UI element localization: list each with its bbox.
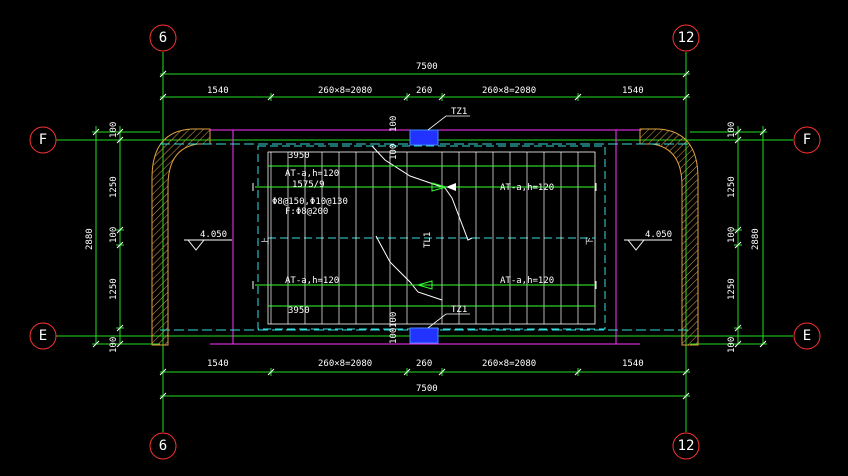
left-dimensions [92, 126, 160, 345]
column-tz1-top [409, 129, 439, 146]
dim-seg-left-top: 1540 [207, 86, 229, 96]
axis-label-e-right: E [803, 328, 811, 344]
flight-arrows [255, 165, 595, 307]
axis-bubble-6-top: 6 [149, 24, 177, 52]
dim-side-total-left: 2880 [85, 228, 95, 250]
label-level-left: 4.050 [200, 230, 227, 240]
stair-treads [270, 152, 579, 324]
label-rebar-1: Φ8@150,Φ10@130 [272, 197, 348, 207]
dim-side-100-left-mid: 100 [109, 227, 119, 243]
dim-tread-left-bottom: 260×8=2080 [318, 359, 372, 369]
dim-side-1250-right-bottom: 1250 [727, 278, 737, 300]
label-length-top: 3950 [288, 151, 310, 161]
left-dim-ticks [92, 128, 124, 348]
axis-bubble-12-bottom: 12 [672, 432, 700, 460]
label-flight-top-left-sub: 1575/9 [292, 180, 325, 190]
label-tz1-bottom: TZ1 [451, 305, 467, 315]
dim-seg-left-bottom: 1540 [207, 359, 229, 369]
bottom-dimensions [160, 368, 690, 400]
dim-seg-right-top: 1540 [622, 86, 644, 96]
axis-label-6-top: 6 [159, 30, 167, 46]
dim-total-top: 7500 [416, 62, 438, 72]
top-dimensions [160, 70, 690, 101]
axis-bubble-12-top: 12 [672, 24, 700, 52]
label-tz1-top: TZ1 [451, 107, 467, 117]
dim-side-100-left-top: 100 [109, 122, 119, 138]
label-rebar-2: F:Φ8@200 [285, 207, 328, 217]
label-flight-bottom-left: AT-a,h=120 [285, 276, 339, 286]
dim-side-100-left-bottom: 100 [109, 337, 119, 353]
leader-tz1-top [427, 115, 470, 131]
level-marker-left [184, 239, 232, 251]
dim-side-100-right-top: 100 [727, 122, 737, 138]
label-length-bottom: 3950 [288, 306, 310, 316]
break-line-bottom [375, 235, 443, 301]
dim-mid-bottom: 260 [416, 359, 432, 369]
leader-tz1-bottom [427, 313, 470, 329]
label-side-right: 下 [585, 237, 594, 245]
axis-label-f-left: F [39, 132, 47, 148]
level-marker-right [624, 239, 672, 251]
label-beam-center: TL1 [423, 232, 433, 248]
dim-side-100-right-bottom: 100 [727, 337, 737, 353]
right-dim-ticks [734, 128, 767, 348]
axis-bubble-f-right: F [793, 126, 821, 154]
dim-side-1250-left-bottom: 1250 [109, 278, 119, 300]
arrow-head-right-icon [446, 183, 456, 191]
dim-small-100-top-b: 100 [389, 144, 399, 160]
label-flight-bottom-right: AT-a,h=120 [500, 276, 554, 286]
label-level-right: 4.050 [645, 230, 672, 240]
dim-small-100-bottom-a: 100 [389, 312, 399, 328]
dim-total-bottom: 7500 [416, 384, 438, 394]
dim-seg-right-bottom: 1540 [622, 359, 644, 369]
dim-side-1250-right-top: 1250 [727, 176, 737, 198]
dim-side-total-right: 2880 [751, 228, 761, 250]
dim-tread-left-top: 260×8=2080 [318, 86, 372, 96]
dim-tread-right-bottom: 260×8=2080 [482, 359, 536, 369]
axis-label-12-top: 12 [678, 30, 695, 46]
axis-bubble-e-left: E [29, 322, 57, 350]
axis-label-e-left: E [39, 328, 47, 344]
bottom-dim-ticks [159, 368, 690, 400]
axis-label-6-bottom: 6 [159, 438, 167, 454]
dim-mid-top: 260 [416, 86, 432, 96]
edge-marks [252, 183, 597, 289]
column-tz1-bottom [409, 327, 439, 344]
dim-tread-right-top: 260×8=2080 [482, 86, 536, 96]
axis-label-12-bottom: 12 [678, 438, 695, 454]
dim-small-100-top-a: 100 [389, 116, 399, 132]
dim-side-100-right-mid: 100 [727, 227, 737, 243]
label-side-left: 上 [261, 237, 270, 245]
dim-side-1250-left-top: 1250 [109, 176, 119, 198]
top-dim-ticks [159, 70, 690, 101]
axis-bubble-6-bottom: 6 [149, 432, 177, 460]
axis-label-f-right: F [803, 132, 811, 148]
curved-wall-left [151, 128, 211, 346]
label-flight-top-left: AT-a,h=120 [285, 169, 339, 179]
axis-bubble-f-left: F [29, 126, 57, 154]
axis-bubble-e-right: E [793, 322, 821, 350]
label-flight-top-right: AT-a,h=120 [500, 183, 554, 193]
dim-small-100-bottom-b: 100 [389, 328, 399, 344]
break-line-top [371, 145, 473, 241]
curved-wall-right [639, 128, 699, 346]
